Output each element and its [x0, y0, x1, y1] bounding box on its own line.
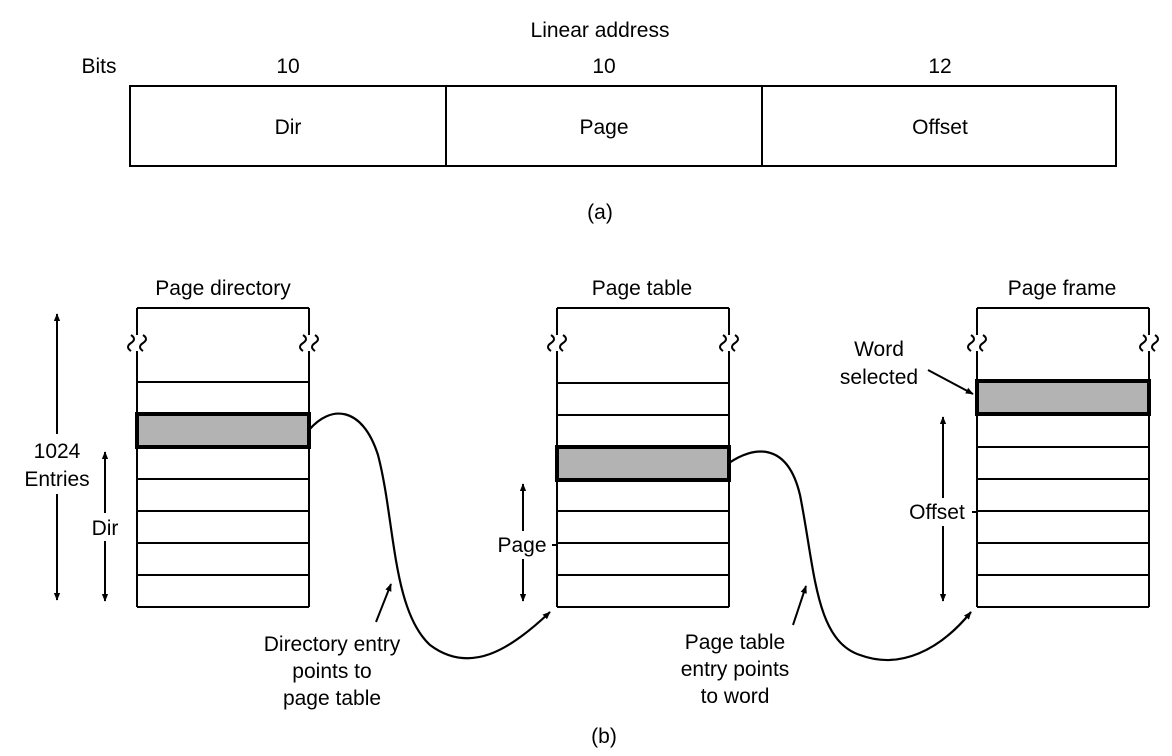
bits-label: Bits — [81, 55, 116, 78]
page-frame-title: Page frame — [1008, 277, 1117, 300]
dir-field: Dir — [275, 116, 302, 139]
offset-bits: 12 — [928, 55, 951, 78]
offset-label-bg — [902, 498, 972, 526]
dir-bits: 10 — [276, 55, 299, 78]
page-bits: 10 — [592, 55, 615, 78]
break-mark-icon — [1139, 334, 1159, 352]
directory-to-table-curve — [308, 412, 551, 660]
break-mark-icon — [719, 334, 739, 352]
page-offset-label: Page — [497, 534, 546, 557]
page-frame-table — [967, 307, 1159, 608]
entries-count-label: 1024 — [34, 440, 81, 463]
dir-label-bg — [85, 513, 125, 541]
break-mark-icon — [299, 334, 319, 352]
linear-address-title: Linear address — [531, 19, 670, 42]
word-selected-pointer — [927, 369, 974, 395]
dir-entry-pointer — [375, 583, 392, 623]
selected-directory-entry — [135, 412, 311, 449]
word-selected-label-2: selected — [840, 366, 918, 389]
pt-entry-label-1: Page table — [685, 631, 785, 654]
entries-label: Entries — [24, 468, 89, 491]
page-field: Page — [579, 116, 628, 139]
table-to-frame-curve — [728, 450, 972, 662]
page-directory-table — [127, 307, 319, 608]
offset-field: Offset — [912, 116, 968, 139]
caption-a: (a) — [587, 201, 613, 224]
word-selected-label-1: Word — [854, 338, 904, 361]
pt-entry-label-2: entry points — [681, 658, 790, 681]
linear-address-box — [129, 85, 1117, 167]
break-mark-icon — [967, 334, 987, 352]
page-table-title: Page table — [592, 277, 692, 300]
page-label-bg — [490, 531, 552, 559]
pt-entry-label-3: to word — [701, 685, 770, 708]
break-mark-icon — [547, 334, 567, 352]
dir-entry-label-1: Directory entry — [264, 633, 401, 656]
page-directory-title: Page directory — [155, 277, 291, 300]
entries-label-bg — [20, 434, 95, 494]
break-mark-icon — [127, 334, 147, 352]
offset-label: Offset — [909, 501, 965, 524]
dir-entry-label-3: page table — [283, 687, 381, 710]
dir-offset-label: Dir — [92, 517, 119, 540]
caption-b: (b) — [591, 725, 617, 748]
selected-page-table-entry — [555, 445, 731, 482]
dir-entry-label-2: points to — [292, 660, 371, 683]
pt-entry-pointer — [792, 585, 807, 626]
selected-word — [975, 379, 1151, 416]
page-table-table — [547, 307, 739, 608]
